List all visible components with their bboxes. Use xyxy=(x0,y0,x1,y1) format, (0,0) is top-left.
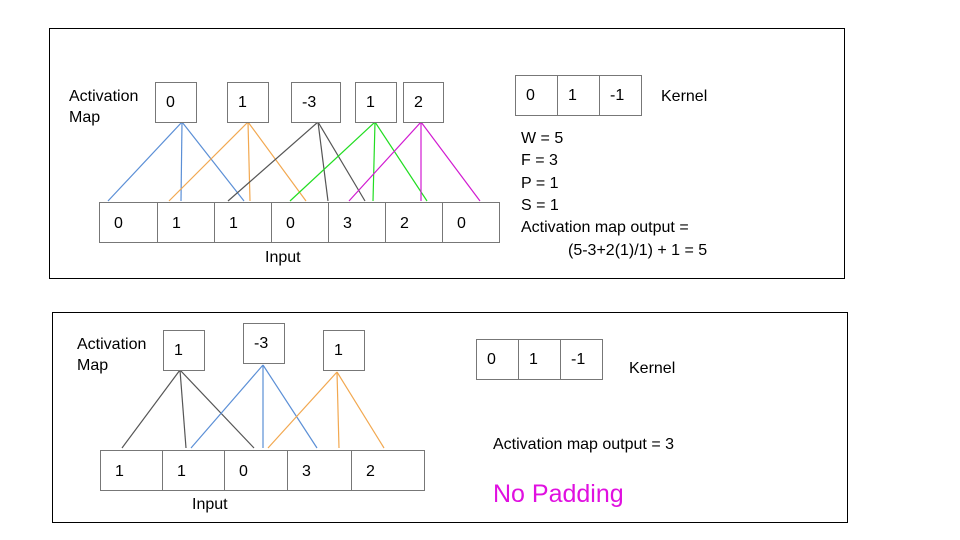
top-activation-cell-5: 2 xyxy=(403,82,444,123)
top-lines-orange xyxy=(168,121,307,202)
top-panel xyxy=(49,28,845,279)
bottom-activation-label-line2: Map xyxy=(77,356,109,374)
top-input-cell-4: 0 xyxy=(271,202,329,243)
bottom-input-cell-4: 3 xyxy=(287,450,352,491)
top-input-label: Input xyxy=(265,249,301,266)
top-kernel-cell-2: 1 xyxy=(557,75,600,116)
top-activation-map-label: Activation Map xyxy=(69,87,138,129)
top-param-s: S = 1 xyxy=(521,197,559,214)
top-activation-cell-3: -3 xyxy=(291,82,341,123)
top-param-p: P = 1 xyxy=(521,175,559,192)
top-lines-gray xyxy=(227,121,366,202)
top-lines-magenta xyxy=(348,121,481,202)
no-padding-label: No Padding xyxy=(493,480,624,508)
bottom-activation-cell-1: 1 xyxy=(163,330,205,371)
top-input-cell-7: 0 xyxy=(442,202,500,243)
bottom-activation-label-line1: Activation xyxy=(77,336,147,353)
bottom-kernel-cell-3: -1 xyxy=(560,339,603,380)
bottom-activation-cell-3: 1 xyxy=(323,330,365,371)
bottom-input-cell-5: 2 xyxy=(351,450,425,491)
bottom-lines-gray xyxy=(121,369,255,449)
top-activation-label-line1: Activation xyxy=(69,88,139,105)
top-activation-cell-2: 1 xyxy=(227,82,269,123)
bottom-activation-map-label: Activation Map xyxy=(77,335,146,377)
top-kernel-label: Kernel xyxy=(661,88,708,105)
bottom-lines-blue xyxy=(190,364,318,449)
bottom-input-label: Input xyxy=(192,496,228,513)
bottom-output-label: Activation map output = 3 xyxy=(493,436,674,453)
top-input-cell-1: 0 xyxy=(99,202,158,243)
top-activation-cell-4: 1 xyxy=(355,82,397,123)
bottom-input-cell-2: 1 xyxy=(162,450,225,491)
bottom-kernel-cell-1: 0 xyxy=(476,339,519,380)
top-param-w: W = 5 xyxy=(521,130,564,147)
bottom-panel xyxy=(52,312,848,523)
top-input-cell-2: 1 xyxy=(157,202,215,243)
bottom-kernel-cell-2: 1 xyxy=(518,339,561,380)
bottom-activation-cell-2: -3 xyxy=(243,323,285,364)
top-activation-cell-1: 0 xyxy=(155,82,197,123)
bottom-lines-orange xyxy=(267,371,385,449)
top-output-formula: (5-3+2(1)/1) + 1 = 5 xyxy=(568,242,708,259)
top-activation-label-line2: Map xyxy=(69,108,101,126)
top-output-label: Activation map output = xyxy=(521,219,689,236)
bottom-input-cell-3: 0 xyxy=(224,450,288,491)
top-lines-green xyxy=(289,121,428,202)
top-kernel-cell-1: 0 xyxy=(515,75,558,116)
top-param-f: F = 3 xyxy=(521,152,558,169)
bottom-input-cell-1: 1 xyxy=(100,450,163,491)
top-input-cell-3: 1 xyxy=(214,202,272,243)
top-lines-blue xyxy=(107,121,245,202)
top-input-cell-5: 3 xyxy=(328,202,386,243)
top-kernel-cell-3: -1 xyxy=(599,75,642,116)
bottom-kernel-label: Kernel xyxy=(629,360,676,377)
